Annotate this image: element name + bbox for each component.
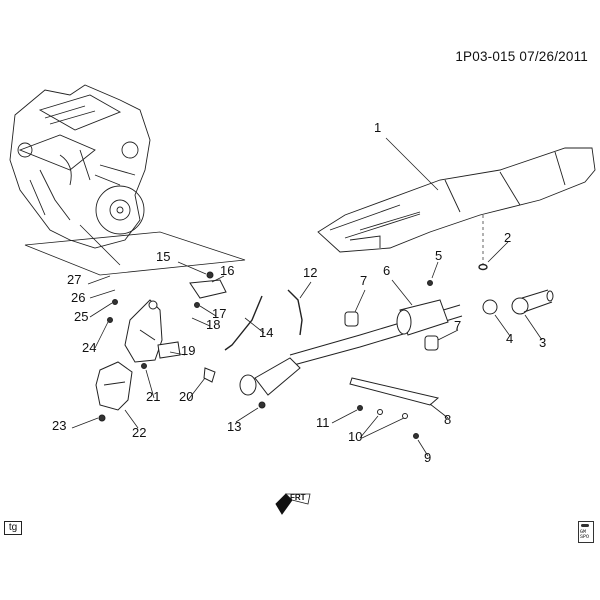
callout-2: 2 — [504, 230, 512, 245]
oxygen-sensor-rear-wire — [224, 295, 263, 351]
oxygen-sensor-front — [287, 289, 303, 336]
callout-5: 5 — [435, 248, 443, 263]
lower-heat-shield — [95, 361, 133, 411]
callout-3: 3 — [539, 335, 547, 350]
hanger-7a — [344, 311, 359, 327]
leader-lines — [71, 137, 543, 457]
intermediate-pipe — [239, 304, 463, 396]
callout-22: 22 — [132, 425, 147, 440]
callout-27: 27 — [67, 272, 82, 287]
hanger-7b — [424, 335, 439, 351]
callout-23: 23 — [52, 418, 67, 433]
exhaust-manifold — [124, 299, 163, 363]
nut-13 — [258, 401, 266, 409]
assembly-outline — [24, 224, 246, 276]
bolt-9 — [413, 433, 419, 439]
callout-20: 20 — [179, 389, 194, 404]
callout-6: 6 — [383, 263, 391, 278]
bolt-15 — [206, 271, 214, 279]
gasket-19 — [157, 341, 181, 359]
bolt-11 — [357, 405, 363, 411]
callout-4: 4 — [506, 331, 514, 346]
nut-25 — [112, 299, 118, 305]
frt-label: FRT — [290, 493, 306, 502]
arrow-icon — [275, 493, 311, 515]
nut-17 — [194, 302, 200, 308]
callout-1: 1 — [374, 120, 382, 135]
gasket-20 — [203, 367, 216, 383]
callout-14: 14 — [259, 325, 274, 340]
nut-5 — [427, 280, 433, 286]
callout-21: 21 — [146, 389, 161, 404]
callout-19: 19 — [181, 343, 196, 358]
nut-10a — [377, 409, 383, 415]
tailpipe — [511, 289, 554, 315]
bracket — [349, 377, 440, 406]
callout-12: 12 — [303, 265, 318, 280]
callout-24: 24 — [82, 340, 97, 355]
callout-7: 7 — [360, 273, 368, 288]
callout-8: 8 — [444, 412, 452, 427]
front-direction-marker: FRT — [272, 490, 312, 520]
nut-10b — [402, 413, 408, 419]
callout-11: 11 — [316, 415, 330, 430]
callout-15: 15 — [156, 249, 171, 264]
callout-10: 10 — [348, 429, 363, 444]
gasket — [482, 299, 498, 315]
muffler — [396, 299, 449, 336]
callout-26: 26 — [71, 290, 86, 305]
callout-17: 17 — [212, 306, 227, 321]
callout-13: 13 — [227, 419, 242, 434]
bolt-21 — [141, 363, 147, 369]
callout-18: 18 — [206, 317, 221, 332]
engine-assembly — [9, 84, 151, 249]
tg-badge: tg — [4, 521, 22, 535]
manual-book-icon: GM SPO — [578, 521, 594, 543]
callout-7: 7 — [454, 318, 462, 333]
callout-25: 25 — [74, 309, 89, 324]
diagram-id-date: 1P03-015 07/26/2011 — [455, 49, 588, 64]
nut-23 — [98, 414, 106, 422]
callout-16: 16 — [220, 263, 235, 278]
heat-shield — [317, 147, 596, 253]
upper-bracket — [189, 279, 227, 299]
stud-24 — [107, 317, 113, 323]
callout-9: 9 — [424, 450, 432, 465]
